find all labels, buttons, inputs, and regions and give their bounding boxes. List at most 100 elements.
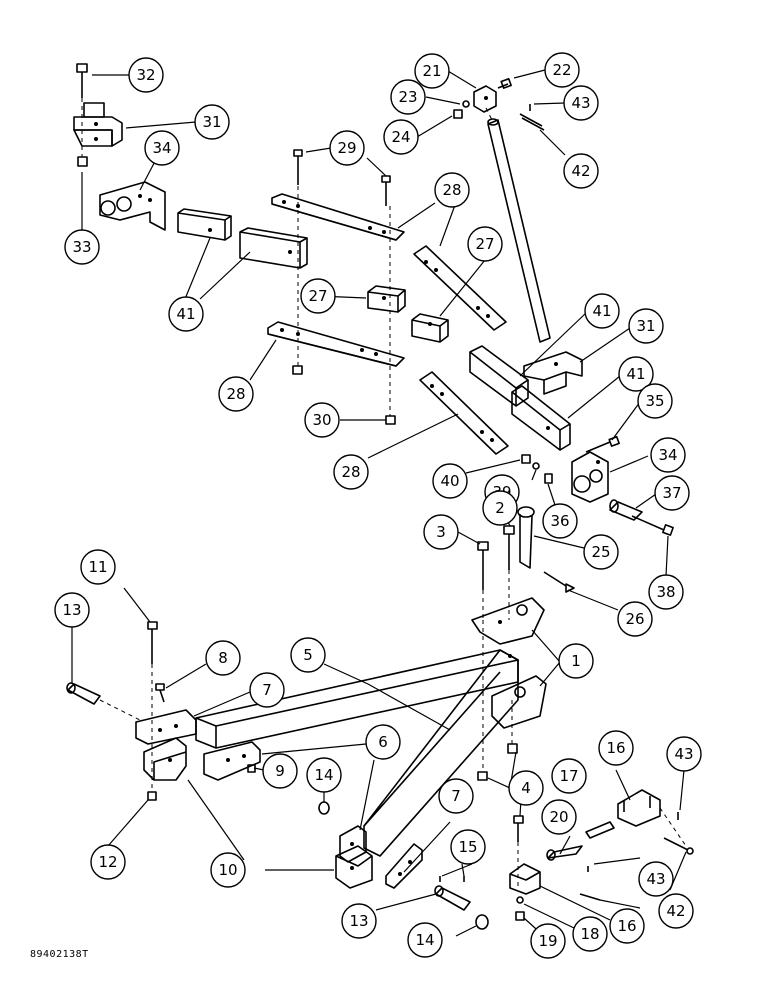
callout-label: 7 [262, 681, 272, 699]
callout-34-right: 34 [650, 437, 686, 473]
callout-label: 29 [337, 139, 356, 157]
bolt-29-left-drawing [293, 149, 303, 185]
callout-43-right: 43 [666, 736, 702, 772]
callout-33: 33 [64, 229, 100, 265]
callout-37: 37 [654, 475, 690, 511]
callout-34: 34 [144, 130, 180, 166]
tube-41-right-lower-drawing [511, 385, 571, 451]
callout-label: 31 [202, 113, 221, 131]
callout-25: 25 [583, 534, 619, 570]
bolt-17-drawing [513, 815, 524, 842]
frame-5-drawing [195, 649, 519, 857]
drawing-id: 89402138T [30, 949, 89, 960]
bracket-34-right-drawing [571, 451, 609, 503]
bracket-7-bottom-drawing [385, 843, 423, 889]
callout-15: 15 [450, 829, 486, 865]
callout-label: 13 [62, 601, 81, 619]
callout-label: 10 [218, 861, 237, 879]
callout-label: 34 [152, 139, 171, 157]
pin-25-drawing [517, 506, 535, 569]
callout-label: 28 [442, 181, 461, 199]
callout-2: 2 [482, 490, 518, 526]
callout-42-top: 42 [563, 153, 599, 189]
callout-20: 20 [541, 799, 577, 835]
callout-label: 27 [475, 235, 494, 253]
callout-label: 26 [625, 610, 644, 628]
callout-label: 12 [98, 853, 117, 871]
nut-4-lower-drawing [477, 771, 488, 781]
callout-41-right-upper: 41 [584, 293, 620, 329]
pin-20-drawing [546, 821, 615, 861]
callout-label: 42 [666, 902, 685, 920]
callout-label: 40 [440, 472, 459, 490]
block-27-right-drawing [411, 313, 449, 343]
callout-label: 1 [571, 652, 581, 670]
bracket-6-left-drawing [203, 741, 261, 781]
bracket-31-drawing [73, 102, 123, 147]
pin-42-bottom-drawing [579, 837, 694, 901]
callout-43-top: 43 [563, 85, 599, 121]
nut-12-drawing [147, 791, 157, 801]
nut-30-left-drawing [292, 365, 303, 375]
callout-label: 27 [308, 287, 327, 305]
callout-label: 34 [658, 446, 677, 464]
callout-label: 11 [88, 558, 107, 576]
callout-8: 8 [205, 640, 241, 676]
callout-5: 5 [290, 637, 326, 673]
callout-23: 23 [390, 79, 426, 115]
callout-29: 29 [329, 130, 365, 166]
plate-28-diag-lower-drawing [419, 371, 509, 455]
callout-12: 12 [90, 844, 126, 880]
callout-label: 18 [580, 925, 599, 943]
callout-label: 33 [72, 238, 91, 256]
bracket-7-left-drawing [135, 709, 197, 745]
callout-label: 41 [626, 365, 645, 383]
callout-16-top: 16 [598, 730, 634, 766]
pin-13-left-drawing [66, 682, 101, 705]
clevis-21-drawing [473, 85, 497, 113]
callout-label: 42 [571, 162, 590, 180]
callout-label: 25 [591, 543, 610, 561]
callout-label: 17 [559, 767, 578, 785]
pin-13-bottom-drawing [434, 885, 471, 911]
callout-16-bottom: 16 [609, 908, 645, 944]
callout-11: 11 [80, 549, 116, 585]
callout-label: 14 [415, 931, 434, 949]
callout-label: 8 [218, 649, 228, 667]
callout-14-bottom: 14 [407, 922, 443, 958]
callout-label: 13 [349, 912, 368, 930]
callout-label: 28 [341, 463, 360, 481]
bolt-3-drawing [477, 541, 489, 590]
bracket-16-upper-drawing [617, 789, 661, 827]
callout-label: 14 [314, 766, 333, 784]
rod-drawing [487, 118, 551, 343]
tube-41-right-upper-drawing [469, 345, 529, 407]
washer-39-drawing [532, 462, 540, 470]
callout-36: 36 [542, 503, 578, 539]
bolt-2-drawing [503, 525, 515, 570]
washer-14-bottom-drawing [475, 914, 489, 930]
callout-label: 35 [645, 392, 664, 410]
callout-label: 15 [458, 838, 477, 856]
nut-4-upper-drawing [507, 743, 518, 754]
callout-label: 5 [303, 646, 313, 664]
callout-label: 43 [571, 94, 590, 112]
callout-label: 2 [495, 499, 505, 517]
tube-41-center-drawing [239, 227, 308, 269]
nut-24-drawing [453, 109, 463, 119]
callout-label: 22 [552, 61, 571, 79]
callout-label: 7 [451, 787, 461, 805]
callout-28-top: 28 [434, 172, 470, 208]
callout-26: 26 [617, 601, 653, 637]
bracket-31-right-drawing [523, 351, 583, 395]
callout-35: 35 [637, 383, 673, 419]
bolt-32-drawing [76, 63, 88, 98]
callout-label: 43 [646, 870, 665, 888]
bracket-6-bottom-drawing [339, 825, 367, 863]
callout-10-left: 10 [210, 852, 246, 888]
pin-42-top-drawing [519, 113, 545, 131]
callout-4: 4 [508, 770, 544, 806]
callout-38: 38 [648, 574, 684, 610]
callout-32: 32 [128, 57, 164, 93]
callout-27-center: 27 [300, 278, 336, 314]
